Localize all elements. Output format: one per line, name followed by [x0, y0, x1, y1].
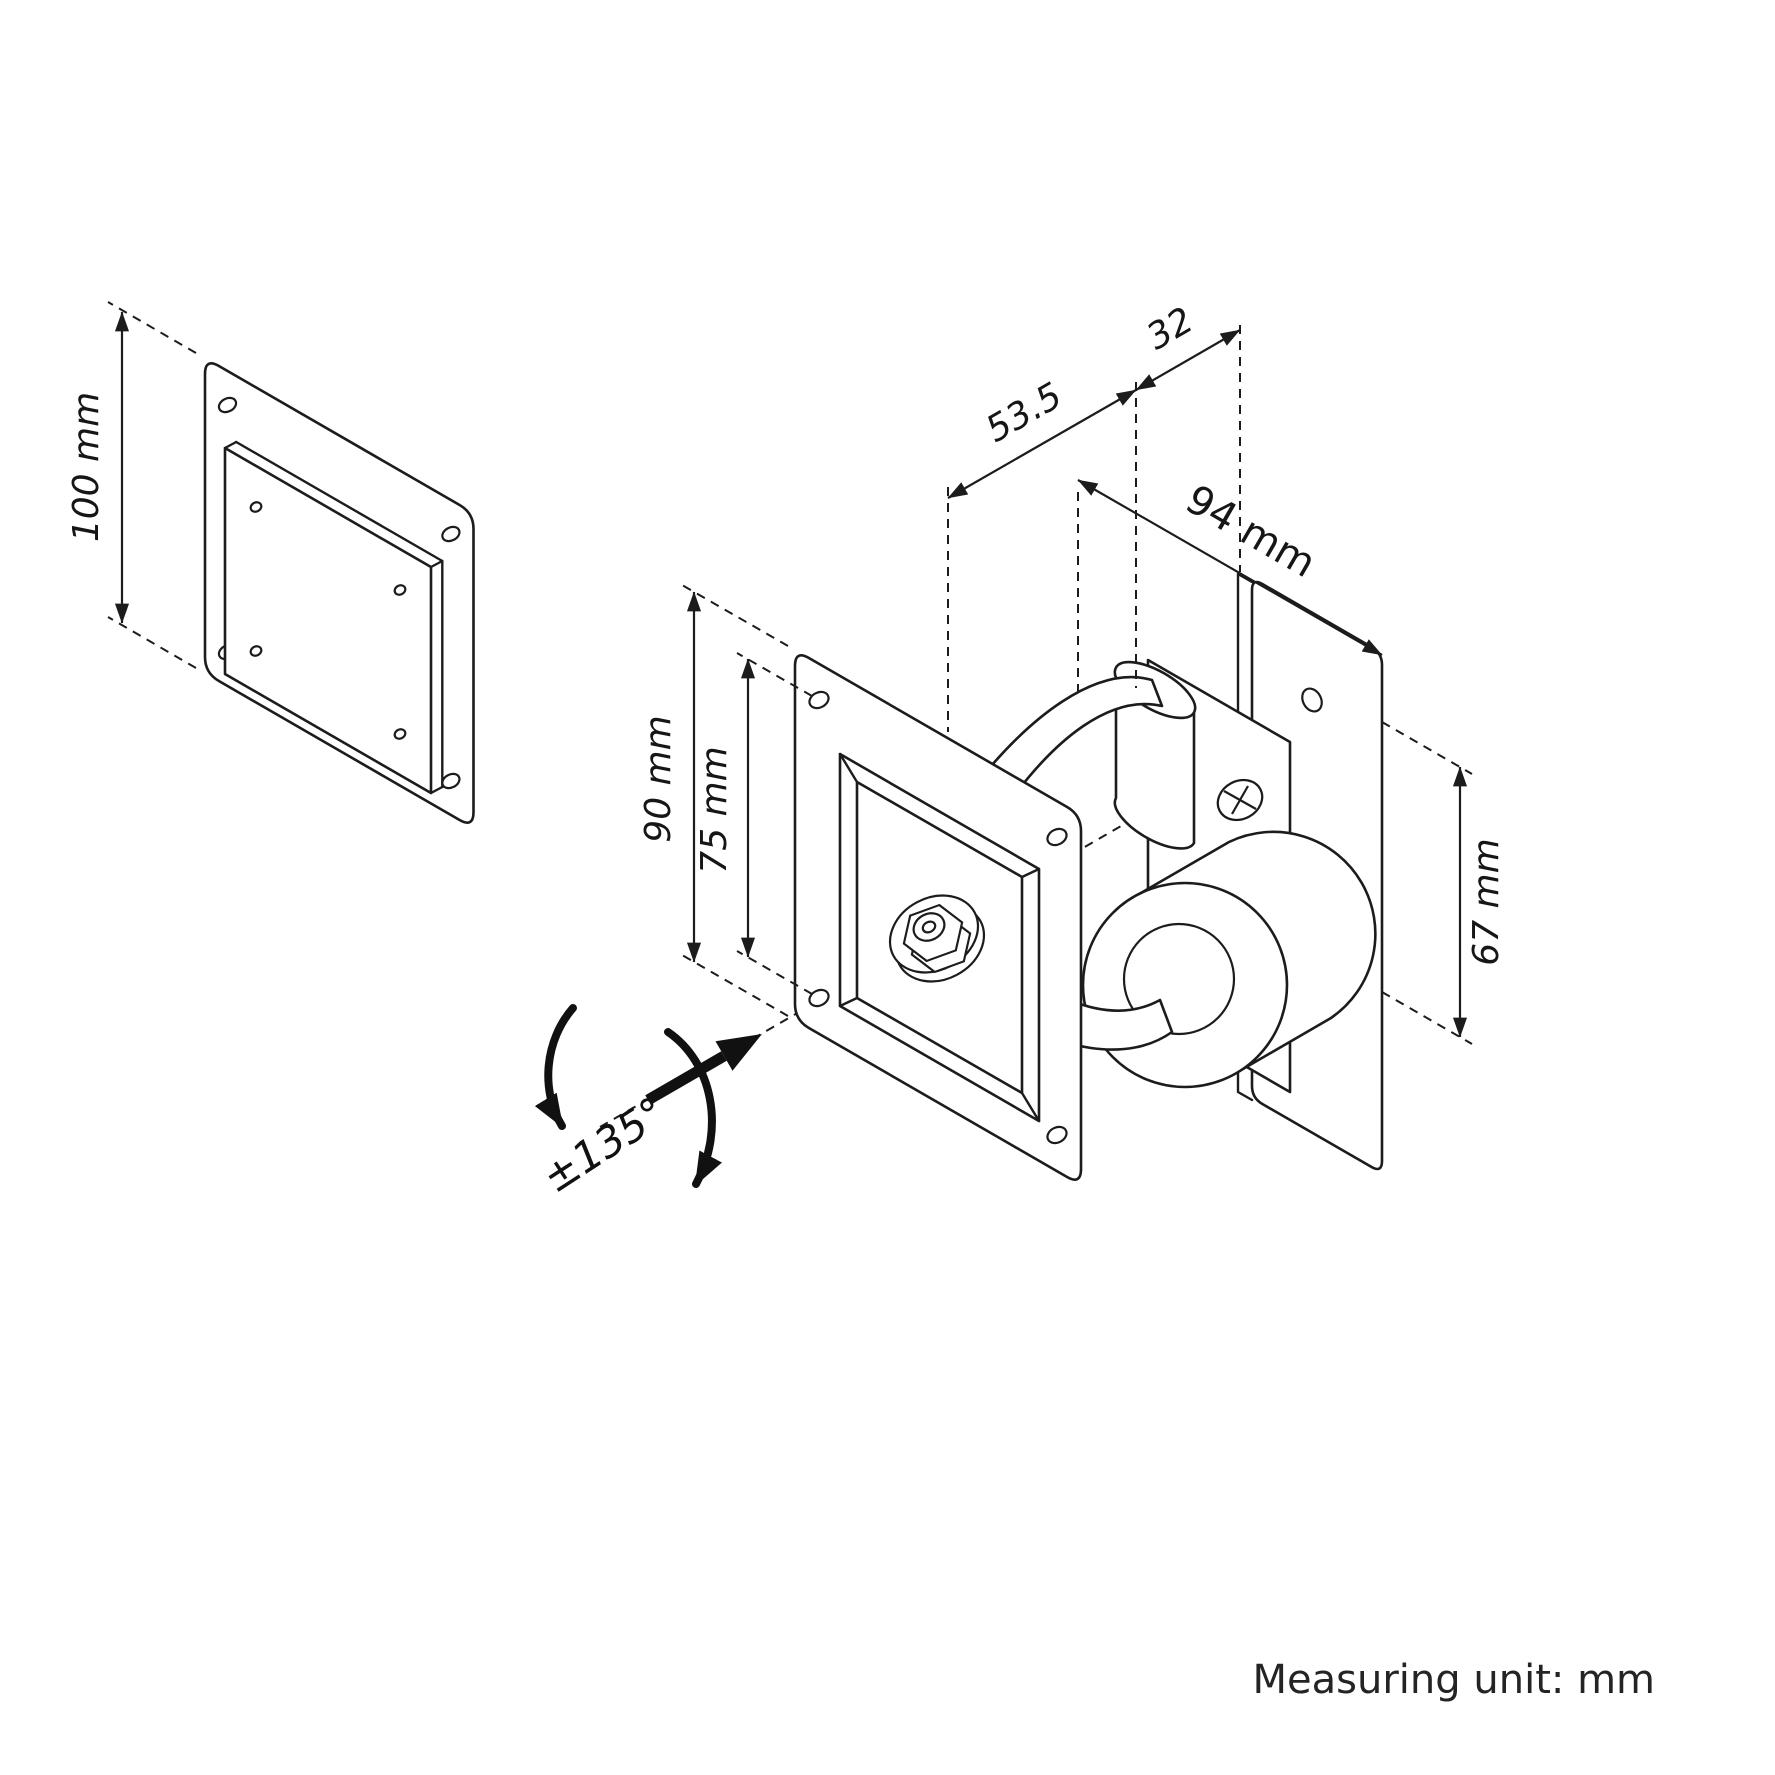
dimension-line — [1077, 479, 1383, 656]
dimension-line — [947, 389, 1137, 499]
rotation-arrow-left-icon — [534, 1004, 577, 1130]
dimension-line — [1135, 329, 1241, 391]
extension-line — [681, 954, 789, 1017]
dimension-label-53-5: 53.5 — [979, 375, 1069, 451]
recess-corner-edges — [838, 752, 1041, 1123]
adapter-inner-hole — [249, 645, 263, 657]
front-corner-hole — [1046, 1125, 1068, 1145]
extension-line — [1381, 991, 1473, 1045]
front-corner-hole — [808, 690, 830, 710]
extension-line — [1381, 721, 1473, 775]
adapter-corner-hole — [217, 396, 238, 414]
rear-plate-top-hole — [1301, 687, 1323, 713]
dimension-75mm: 75 mm — [694, 652, 813, 995]
dimension-67mm: 67 mm — [1381, 721, 1507, 1045]
dimension-label-75mm: 75 mm — [694, 746, 735, 873]
rotation-indicator: ±135° — [534, 1004, 762, 1203]
dimension-label-32: 32 — [1140, 300, 1200, 358]
swivel-joint — [958, 658, 1377, 1094]
adapter-inner-hole — [393, 728, 407, 740]
measuring-unit-note: Measuring unit: mm — [1253, 1657, 1655, 1703]
bolt-and-nut — [888, 894, 986, 983]
dimension-label-67mm: 67 mm — [1466, 838, 1507, 965]
adapter-inner-hole — [393, 584, 407, 596]
vesa-adapter-plate — [203, 362, 475, 824]
dimension-100mm: 100 mm — [66, 301, 197, 669]
extension-line — [107, 616, 197, 669]
adapter-corner-hole — [441, 525, 461, 543]
rotation-arrow-right-icon — [664, 1028, 723, 1188]
extension-line — [681, 584, 789, 647]
phillips-screw-icon — [1216, 778, 1264, 822]
adapter-inner-plate-thickness — [223, 440, 444, 795]
dimension-label-90mm: 90 mm — [638, 715, 679, 842]
dimension-label-100mm: 100 mm — [66, 392, 107, 542]
front-corner-hole — [808, 988, 830, 1008]
front-vesa-plate — [793, 654, 1083, 1181]
axis-arrow-icon — [715, 1034, 762, 1071]
front-corner-hole — [1046, 827, 1068, 847]
dimension-53-5: 53.5 — [947, 375, 1137, 732]
extension-line — [736, 950, 813, 995]
axis-arrow-shaft — [645, 1051, 727, 1105]
dimension-90mm: 90 mm — [638, 584, 789, 1017]
adapter-inner-hole — [249, 501, 263, 513]
extension-line — [107, 301, 197, 354]
dimension-label-94mm: 94 mm — [1178, 476, 1324, 587]
